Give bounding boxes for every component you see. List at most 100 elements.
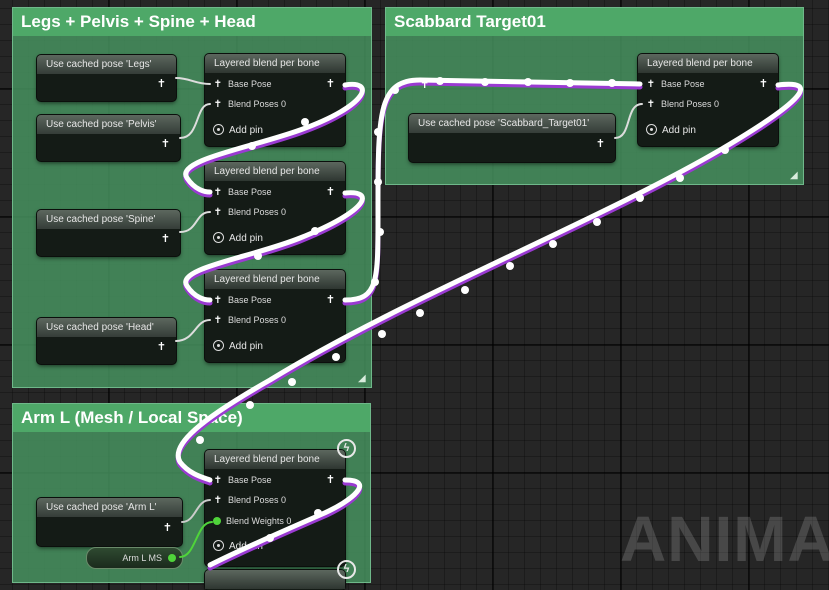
base-pose-pin[interactable]: ✝Base Pose: [213, 79, 272, 90]
pose-wires: ✝: [175, 77, 803, 571]
pose-wire: [183, 81, 365, 195]
layered-blend-node-3[interactable]: Layered blend per bone ✝Base Pose ✝Blend…: [205, 270, 345, 362]
wire-bubble: [636, 194, 644, 202]
pose-figure-icon: ✝: [213, 187, 223, 198]
cached-pose-scabbard-node[interactable]: Use cached pose 'Scabbard_Target01' ✝: [409, 114, 615, 162]
pose-figure-icon: ✝: [213, 79, 223, 90]
wire-bubble: [391, 86, 399, 94]
node-title: Layered blend per bone: [205, 54, 345, 73]
add-pin-icon: [646, 124, 657, 135]
wire-bubble: [266, 534, 274, 542]
wire-bubble: [254, 252, 262, 260]
wire-bubble: [416, 309, 424, 317]
wire-bubble: [248, 142, 256, 150]
wire-bubble: [246, 401, 254, 409]
wire-bubble: [461, 286, 469, 294]
add-pin-icon: [213, 540, 224, 551]
pose-output-pin-icon[interactable]: ✝: [156, 78, 166, 90]
resize-grip-icon[interactable]: ◢: [790, 170, 798, 181]
pose-figure-icon: ✝: [213, 295, 223, 306]
pose-output-pin-icon[interactable]: ✝: [325, 78, 335, 90]
wire-bubble: [676, 174, 684, 182]
base-pose-pin[interactable]: ✝Base Pose: [213, 295, 272, 306]
wire-bubble: [481, 78, 489, 86]
pose-output-pin-icon[interactable]: ✝: [325, 186, 335, 198]
pose-output-pin-icon[interactable]: ✝: [156, 341, 166, 353]
cached-pose-spine-node[interactable]: Use cached pose 'Spine' ✝: [37, 210, 180, 256]
wire-bubble: [332, 353, 340, 361]
blend-poses-pin[interactable]: ✝Blend Poses 0: [213, 99, 287, 110]
blend-poses-pin[interactable]: ✝Blend Poses 0: [646, 99, 720, 110]
add-pin-button[interactable]: Add pin: [213, 124, 263, 136]
wire-bubble: [721, 146, 729, 154]
base-pose-pin[interactable]: ✝Base Pose: [646, 79, 705, 90]
comment-title: Legs + Pelvis + Spine + Head: [13, 8, 371, 36]
wire-bubble: [376, 228, 384, 236]
bool-output-pin[interactable]: [168, 554, 176, 562]
variable-label: Arm L MS: [122, 553, 162, 563]
resize-grip-icon[interactable]: ◢: [358, 373, 366, 384]
bool-wire: [179, 521, 213, 558]
layered-blend-node-arm[interactable]: Layered blend per bone ✝Base Pose ✝Blend…: [205, 450, 345, 566]
cached-wire: [181, 499, 211, 523]
layered-blend-node-1[interactable]: Layered blend per bone ✝Base Pose ✝Blend…: [205, 54, 345, 146]
add-pin-button[interactable]: Add pin: [646, 124, 696, 136]
pose-figure-icon: ✝: [213, 99, 223, 110]
node-title: Layered blend per bone: [205, 162, 345, 181]
pose-figure-icon: ✝: [646, 99, 656, 110]
wire-shadow: [175, 84, 803, 486]
node-title: Use cached pose 'Arm L': [37, 498, 182, 517]
pose-figure-icon: ✝: [213, 315, 223, 326]
add-pin-button[interactable]: Add pin: [213, 340, 263, 352]
node-title: Layered blend per bone: [205, 450, 345, 469]
pose-wire: [342, 77, 643, 303]
pose-wire: [207, 477, 362, 568]
add-pin-icon: [213, 340, 224, 351]
cached-pose-head-node[interactable]: Use cached pose 'Head' ✝: [37, 318, 176, 364]
pose-output-pin-icon[interactable]: ✝: [160, 233, 170, 245]
pose-wire: [183, 190, 365, 303]
base-pose-pin[interactable]: ✝Base Pose: [213, 475, 272, 486]
node-title: Use cached pose 'Scabbard_Target01': [409, 114, 615, 133]
arm-l-ms-variable-node[interactable]: Arm L MS: [86, 547, 183, 569]
wire-bubble: [314, 509, 322, 517]
cached-wire: [175, 319, 211, 342]
node-title: Use cached pose 'Head': [37, 318, 176, 337]
wire-shadow: [183, 84, 365, 198]
wire-bubble: [374, 128, 382, 136]
pose-figure-icon: ✝: [213, 495, 223, 506]
layered-blend-node-2[interactable]: Layered blend per bone ✝Base Pose ✝Blend…: [205, 162, 345, 254]
node-title: Use cached pose 'Spine': [37, 210, 180, 229]
pose-figure-icon: ✝: [420, 78, 429, 91]
cached-wire: [175, 77, 211, 85]
pose-output-pin-icon[interactable]: ✝: [160, 138, 170, 150]
pose-output-pin-icon[interactable]: ✝: [325, 294, 335, 306]
blend-poses-pin[interactable]: ✝Blend Poses 0: [213, 495, 287, 506]
node-title: Layered blend per bone: [205, 270, 345, 289]
cached-pose-pelvis-node[interactable]: Use cached pose 'Pelvis' ✝: [37, 115, 180, 161]
wire-bubble: [288, 378, 296, 386]
wire-bubble: [301, 118, 309, 126]
blend-poses-pin[interactable]: ✝Blend Poses 0: [213, 207, 287, 218]
pose-output-pin-icon[interactable]: ✝: [595, 138, 605, 150]
pose-figure-icon: ✝: [646, 79, 656, 90]
pose-output-pin-icon[interactable]: ✝: [758, 78, 768, 90]
cached-pose-legs-node[interactable]: Use cached pose 'Legs' ✝: [37, 55, 176, 101]
cached-wire: [179, 211, 211, 233]
add-pin-icon: [213, 232, 224, 243]
wire-bubble: [608, 79, 616, 87]
wire-bubble: [593, 218, 601, 226]
wire-bubble: [549, 240, 557, 248]
comment-title: Scabbard Target01: [386, 8, 803, 36]
node-title: Use cached pose 'Pelvis': [37, 115, 180, 134]
blend-weights-pin[interactable]: Blend Weights 0: [213, 514, 291, 528]
pose-output-pin-icon[interactable]: ✝: [162, 522, 172, 534]
blend-poses-pin[interactable]: ✝Blend Poses 0: [213, 315, 287, 326]
add-pin-button[interactable]: Add pin: [213, 232, 263, 244]
pose-wire: [175, 81, 803, 483]
wire-bubble: [196, 436, 204, 444]
cached-pose-arm-node[interactable]: Use cached pose 'Arm L' ✝: [37, 498, 182, 546]
node-title: Use cached pose 'Legs': [37, 55, 176, 74]
pose-output-pin-icon[interactable]: ✝: [325, 474, 335, 486]
base-pose-pin[interactable]: ✝Base Pose: [213, 187, 272, 198]
